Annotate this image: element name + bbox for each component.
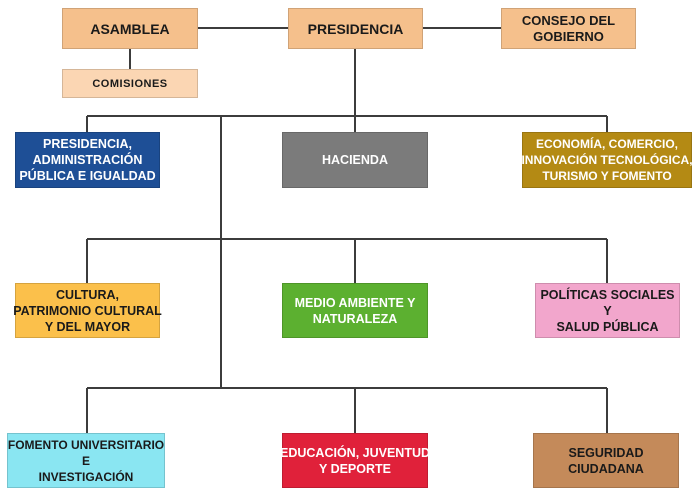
node-asamblea: ASAMBLEA	[62, 8, 198, 49]
node-label-line: PRESIDENCIA	[307, 20, 404, 37]
node-presidencia: PRESIDENCIA	[288, 8, 423, 49]
node-label-line: INVESTIGACIÓN	[38, 469, 134, 484]
node-economia: ECONOMÍA, COMERCIO, INNOVACIÓN TECNOLÓGIC…	[521, 132, 693, 188]
node-label-line: FOMENTO UNIVERSITARIO	[7, 437, 165, 452]
node-label-line: PRESIDENCIA,	[43, 137, 132, 151]
node-label-line: SEGURIDAD	[568, 445, 644, 460]
node-label-line: INNOVACIÓN TECNOLÓGICA,	[521, 153, 693, 167]
node-label-line: NATURALEZA	[312, 311, 398, 326]
node-label-line: CIUDADANA	[568, 461, 644, 476]
node-comisiones: COMISIONES	[62, 69, 198, 98]
node-label-line: SALUD PÚBLICA	[556, 319, 659, 334]
node-label-line: ASAMBLEA	[90, 20, 170, 37]
node-label-line: PATRIMONIO CULTURAL	[13, 303, 162, 318]
node-label-line: E	[81, 453, 90, 468]
node-label-line: CULTURA,	[56, 287, 119, 302]
node-label-line: EDUCACIÓN, JUVENTUD	[280, 445, 431, 460]
node-label-line: Y DEPORTE	[318, 461, 391, 476]
node-label-line: PÚBLICA E IGUALDAD	[19, 169, 156, 183]
node-hacienda: HACIENDA	[282, 132, 428, 188]
node-label-line: GOBIERNO	[533, 28, 604, 44]
node-label-line: HACIENDA	[322, 153, 388, 167]
node-label-line: ADMINISTRACIÓN	[32, 153, 143, 167]
node-label-line: ECONOMÍA, COMERCIO,	[535, 137, 678, 151]
node-label-line: CONSEJO DEL	[521, 12, 616, 28]
node-label-line: Y	[603, 303, 612, 318]
node-label-line: MEDIO AMBIENTE Y	[294, 295, 416, 310]
node-label-line: TURISMO Y FOMENTO	[542, 169, 672, 183]
node-label-line: Y DEL MAYOR	[44, 319, 131, 334]
node-presidencia-administracion: PRESIDENCIA, ADMINISTRACIÓN PÚBLICA E IGUA…	[15, 132, 160, 188]
node-label-line: COMISIONES	[92, 77, 168, 90]
node-label-line: POLÍTICAS SOCIALES	[540, 287, 675, 302]
